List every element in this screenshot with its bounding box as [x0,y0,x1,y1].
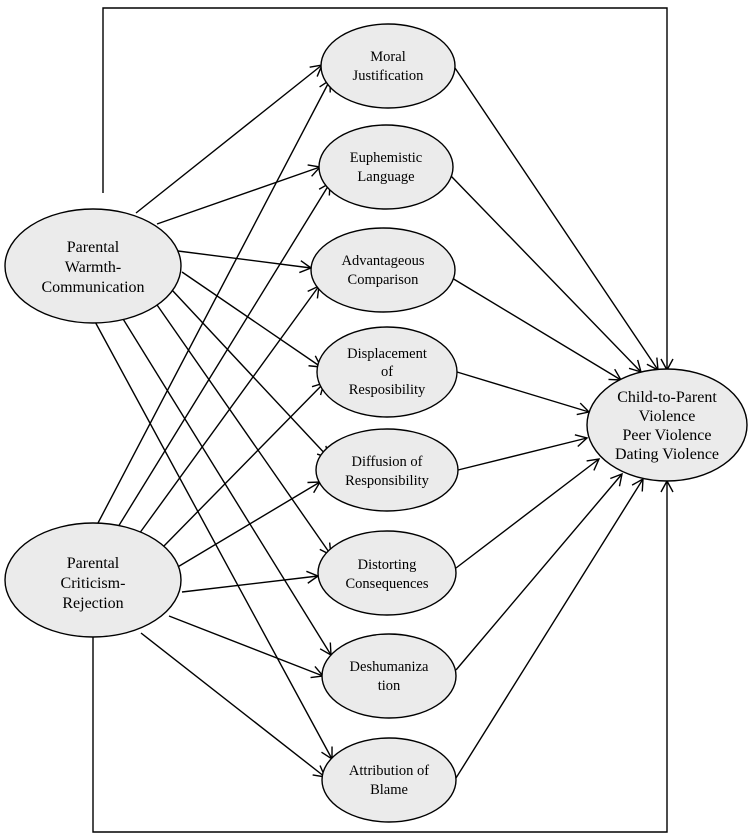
node-label-line: Parental [67,239,120,256]
direct-path-warmth-to-outcome [102,7,674,372]
path-warmth-to-deshumanization [119,313,332,657]
node-label-line: Comparison [348,272,420,288]
path-advantageous-to-outcome [451,277,623,381]
node-violence-outcomes: Child-to-Parent Violence Peer Violence D… [586,368,748,482]
node-label-line: Displacement [347,346,427,362]
path-warmth-to-displacement [181,271,323,368]
node-label-line: Resposibility [349,382,426,398]
node-label-line: Communication [41,279,144,296]
node-euphemistic-language: Euphemistic Language [318,124,454,210]
path-deshumanization-to-outcome [455,472,623,671]
node-label-line: Criticism- [61,575,126,592]
node-label-line: Consequences [346,576,429,592]
node-distorting-consequences: Distorting Consequences [317,530,457,616]
node-moral-justification: Moral Justification [320,23,456,109]
direct-path-criticism-to-outcome [92,479,674,833]
node-label-line: Distorting [358,557,417,573]
node-advantageous-comparison: Advantageous Comparison [310,227,456,313]
path-distorting-to-outcome [455,458,601,569]
node-label-line: Parental [67,555,120,572]
path-criticism-to-moral [97,78,331,524]
node-label-line: Rejection [62,595,123,612]
node-label-line: Deshumaniza [350,659,429,675]
node-attribution-of-blame: Attribution of Blame [321,737,457,823]
node-label-line: Peer Violence [623,427,712,444]
node-label-line: Responsibility [345,473,430,489]
node-displacement-of-responsibility: Displacement of Resposibility [316,326,458,418]
node-diffusion-of-responsibility: Diffusion of Responsibility [315,428,459,512]
path-criticism-to-diffusion [175,481,322,569]
path-warmth-to-attribution [92,317,333,761]
node-parental-warmth-communication: Parental Warmth- Communication [4,208,182,324]
node-label-line: tion [378,678,401,694]
node-label-line: Euphemistic [350,150,423,166]
path-warmth-to-moral [135,64,324,214]
node-label-line: Blame [370,782,408,798]
path-criticism-to-attribution [140,632,327,778]
path-euphemistic-to-outcome [450,175,643,374]
node-label-line: Advantageous [342,253,425,269]
node-label-line: Child-to-Parent [617,389,717,406]
node-label-line: Dating Violence [615,446,719,463]
path-criticism-to-advantageous [138,284,320,535]
node-label-line: Language [357,169,414,185]
path-criticism-to-deshumanization [168,615,325,679]
node-label-line: Warmth- [65,259,121,276]
node-parental-criticism-rejection: Parental Criticism- Rejection [4,522,182,638]
path-warmth-to-advantageous [177,250,313,274]
node-label-line: Violence [639,408,696,425]
path-moral-to-outcome [454,67,659,372]
path-criticism-to-displacement [161,381,326,549]
node-label-line: Moral [370,49,405,65]
node-label-line: Justification [353,68,425,84]
path-diffusion-to-outcome [457,434,589,471]
node-deshumanization: Deshumaniza tion [321,633,457,719]
node-label-line: Attribution of [349,763,429,779]
node-label-line: of [381,364,393,380]
path-displacement-to-outcome [456,371,591,416]
path-criticism-to-euphemistic [117,181,331,528]
path-warmth-to-euphemistic [156,164,322,225]
path-warmth-to-distorting [154,301,332,557]
node-label-line: Diffusion of [351,454,422,470]
path-attribution-to-outcome [455,477,644,779]
path-criticism-to-distorting [181,570,320,593]
path-warmth-to-diffusion [171,289,330,460]
